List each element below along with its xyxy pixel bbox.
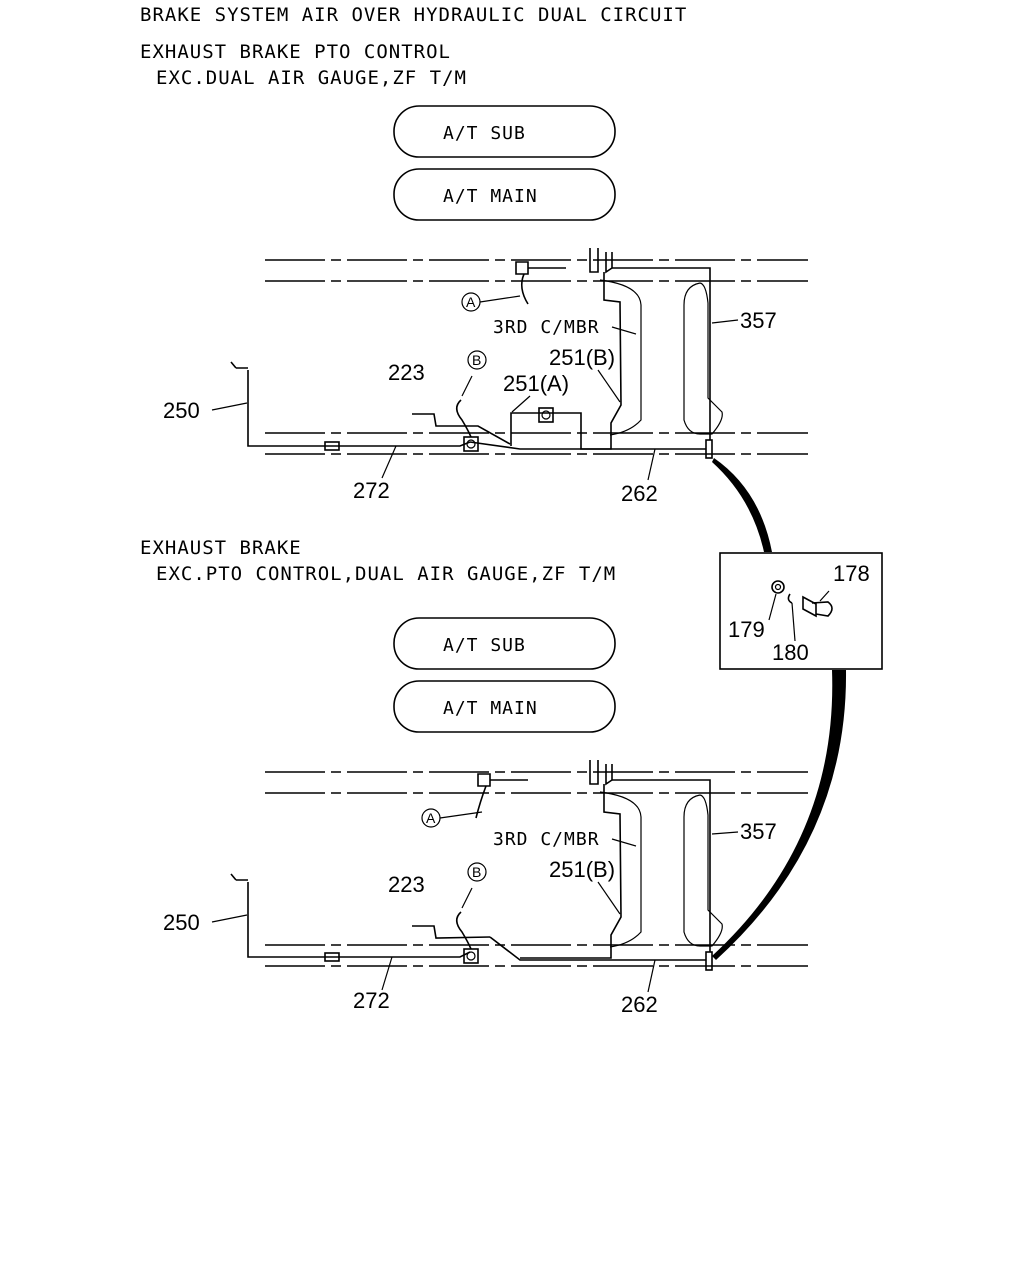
callout-251a: 251(A) [503,371,569,396]
line-357 [612,267,711,440]
washer-180 [787,593,793,604]
line-251b [510,272,622,450]
wire-harness-a [520,273,529,305]
line-262 [489,936,706,961]
tank-357-outline [683,282,723,435]
callout-250: 250 [163,910,200,935]
callout-178: 178 [833,561,870,586]
nut-179 [771,580,785,594]
pressure-switch [463,948,479,964]
air-tank-sub [393,105,616,158]
wire-harness-b [455,911,472,950]
callout-223: 223 [388,872,425,897]
detail-inset: 178 179 180 [712,458,883,960]
air-tank-sub-label: A/T SUB [443,123,526,144]
line-250-end [230,873,248,881]
third-chamber-label: 3RD C/MBR [493,829,600,850]
detail-box [719,552,883,670]
air-tank-main-label: A/T MAIN [443,186,538,207]
svg-text:B: B [472,352,481,368]
section1-diagram: A/T SUB A/T MAIN [163,105,808,506]
detail-arrow-upper [712,458,772,552]
wire-harness-a [475,785,487,819]
line-223 [412,413,511,445]
union-fitting [324,952,340,962]
clip-178 [811,601,833,617]
line-223 [412,925,491,939]
line-251b [520,784,622,959]
section2-diagram: A/T SUB A/T MAIN A B 3RD C/MBR 357 [163,617,808,1017]
callout-179: 179 [728,617,765,642]
wire-harness-b [455,399,472,438]
air-tank-main [393,168,616,221]
section1-subheading: EXC.DUAL AIR GAUGE,ZF T/M [156,67,467,89]
marker-b [467,350,487,370]
third-chamber-label: 3RD C/MBR [493,317,600,338]
callout-357: 357 [740,819,777,844]
line-262 [469,441,706,450]
section2-heading: EXHAUST BRAKE [140,537,302,559]
solenoid-valve [538,407,554,423]
third-chamber-outline [599,791,642,948]
tee-fitting [705,951,713,971]
marker-a [461,292,481,312]
tee-fitting [705,439,713,459]
section2-subheading: EXC.PTO CONTROL,DUAL AIR GAUGE,ZF T/M [156,563,616,585]
callout-357: 357 [740,308,777,333]
callout-180: 180 [772,640,809,665]
callout-251b: 251(B) [549,857,615,882]
callout-272: 272 [353,478,390,503]
upper-valve-fitting [589,248,613,274]
union-fitting [324,441,340,451]
line-250-end [230,361,248,369]
callout-262: 262 [621,481,658,506]
callout-250: 250 [163,398,200,423]
line-250 [247,882,471,958]
callout-251b: 251(B) [549,345,615,370]
callout-223: 223 [388,360,425,385]
svg-text:B: B [472,864,481,880]
air-tank-main [393,680,616,733]
marker-a [421,808,441,828]
third-chamber-outline [599,279,642,436]
elbow-fitting-a [515,261,566,275]
air-tank-sub-label: A/T SUB [443,635,526,656]
callout-262: 262 [621,992,658,1017]
callout-272: 272 [353,988,390,1013]
bolt-head [802,595,817,618]
svg-text:A: A [466,294,476,310]
marker-b [467,862,487,882]
page-title: BRAKE SYSTEM AIR OVER HYDRAULIC DUAL CIR… [140,4,687,26]
detail-arrow-lower [712,670,847,960]
line-250 [247,370,471,447]
air-tank-main-label: A/T MAIN [443,698,538,719]
line-357 [612,779,711,952]
section1-heading: EXHAUST BRAKE PTO CONTROL [140,41,451,63]
air-tank-sub [393,617,616,670]
elbow-fitting-a [477,773,528,787]
upper-valve-fitting [589,760,613,786]
svg-text:A: A [426,810,436,826]
tank-357-outline [683,794,723,947]
